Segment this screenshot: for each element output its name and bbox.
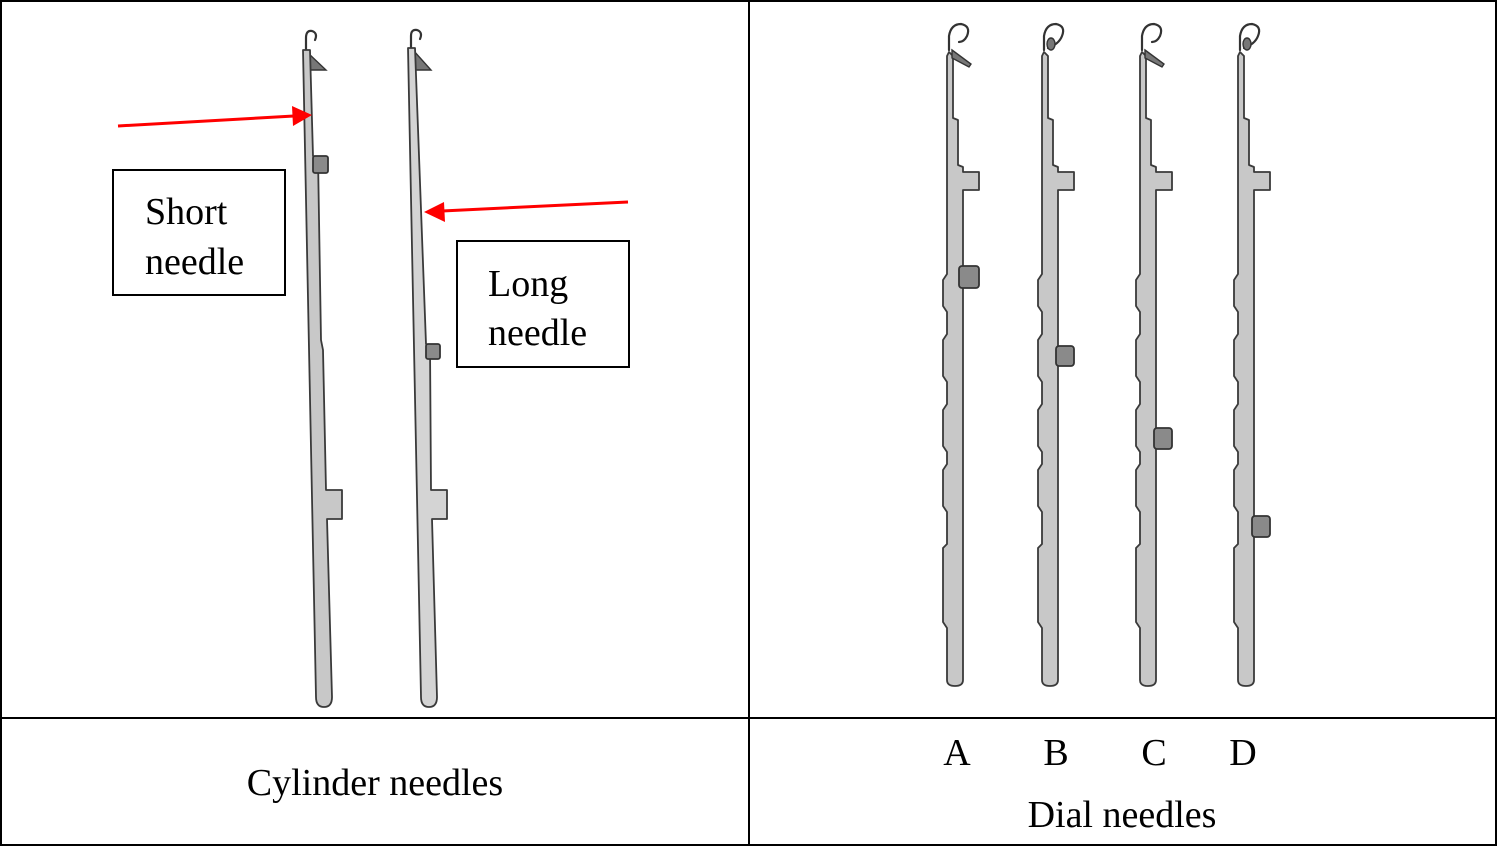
svg-text:needle: needle	[488, 312, 587, 354]
short-needle	[302, 29, 343, 708]
long-needle-arrow	[424, 200, 629, 222]
long-needle-label: Long needle	[456, 240, 630, 368]
dial-caption: Dial needles	[1028, 794, 1217, 836]
dial-letter-d: D	[1229, 732, 1256, 774]
dial-needle-d	[1233, 22, 1271, 687]
dial-needle-c	[1135, 22, 1173, 687]
svg-text:Short: Short	[145, 191, 228, 233]
short-needle-arrow	[117, 106, 312, 128]
dial-letter-c: C	[1141, 732, 1166, 774]
svg-text:Long: Long	[488, 263, 568, 305]
cylinder-caption: Cylinder needles	[247, 762, 503, 804]
long-needle	[407, 28, 448, 708]
svg-text:needle: needle	[145, 241, 244, 283]
dial-letter-b: B	[1043, 732, 1068, 774]
dial-letters: A B C D	[943, 732, 1256, 774]
dial-needle-b	[1037, 22, 1075, 687]
dial-letter-a: A	[943, 732, 971, 774]
short-needle-label: Short needle	[112, 169, 286, 296]
dial-needle-a	[942, 22, 980, 687]
